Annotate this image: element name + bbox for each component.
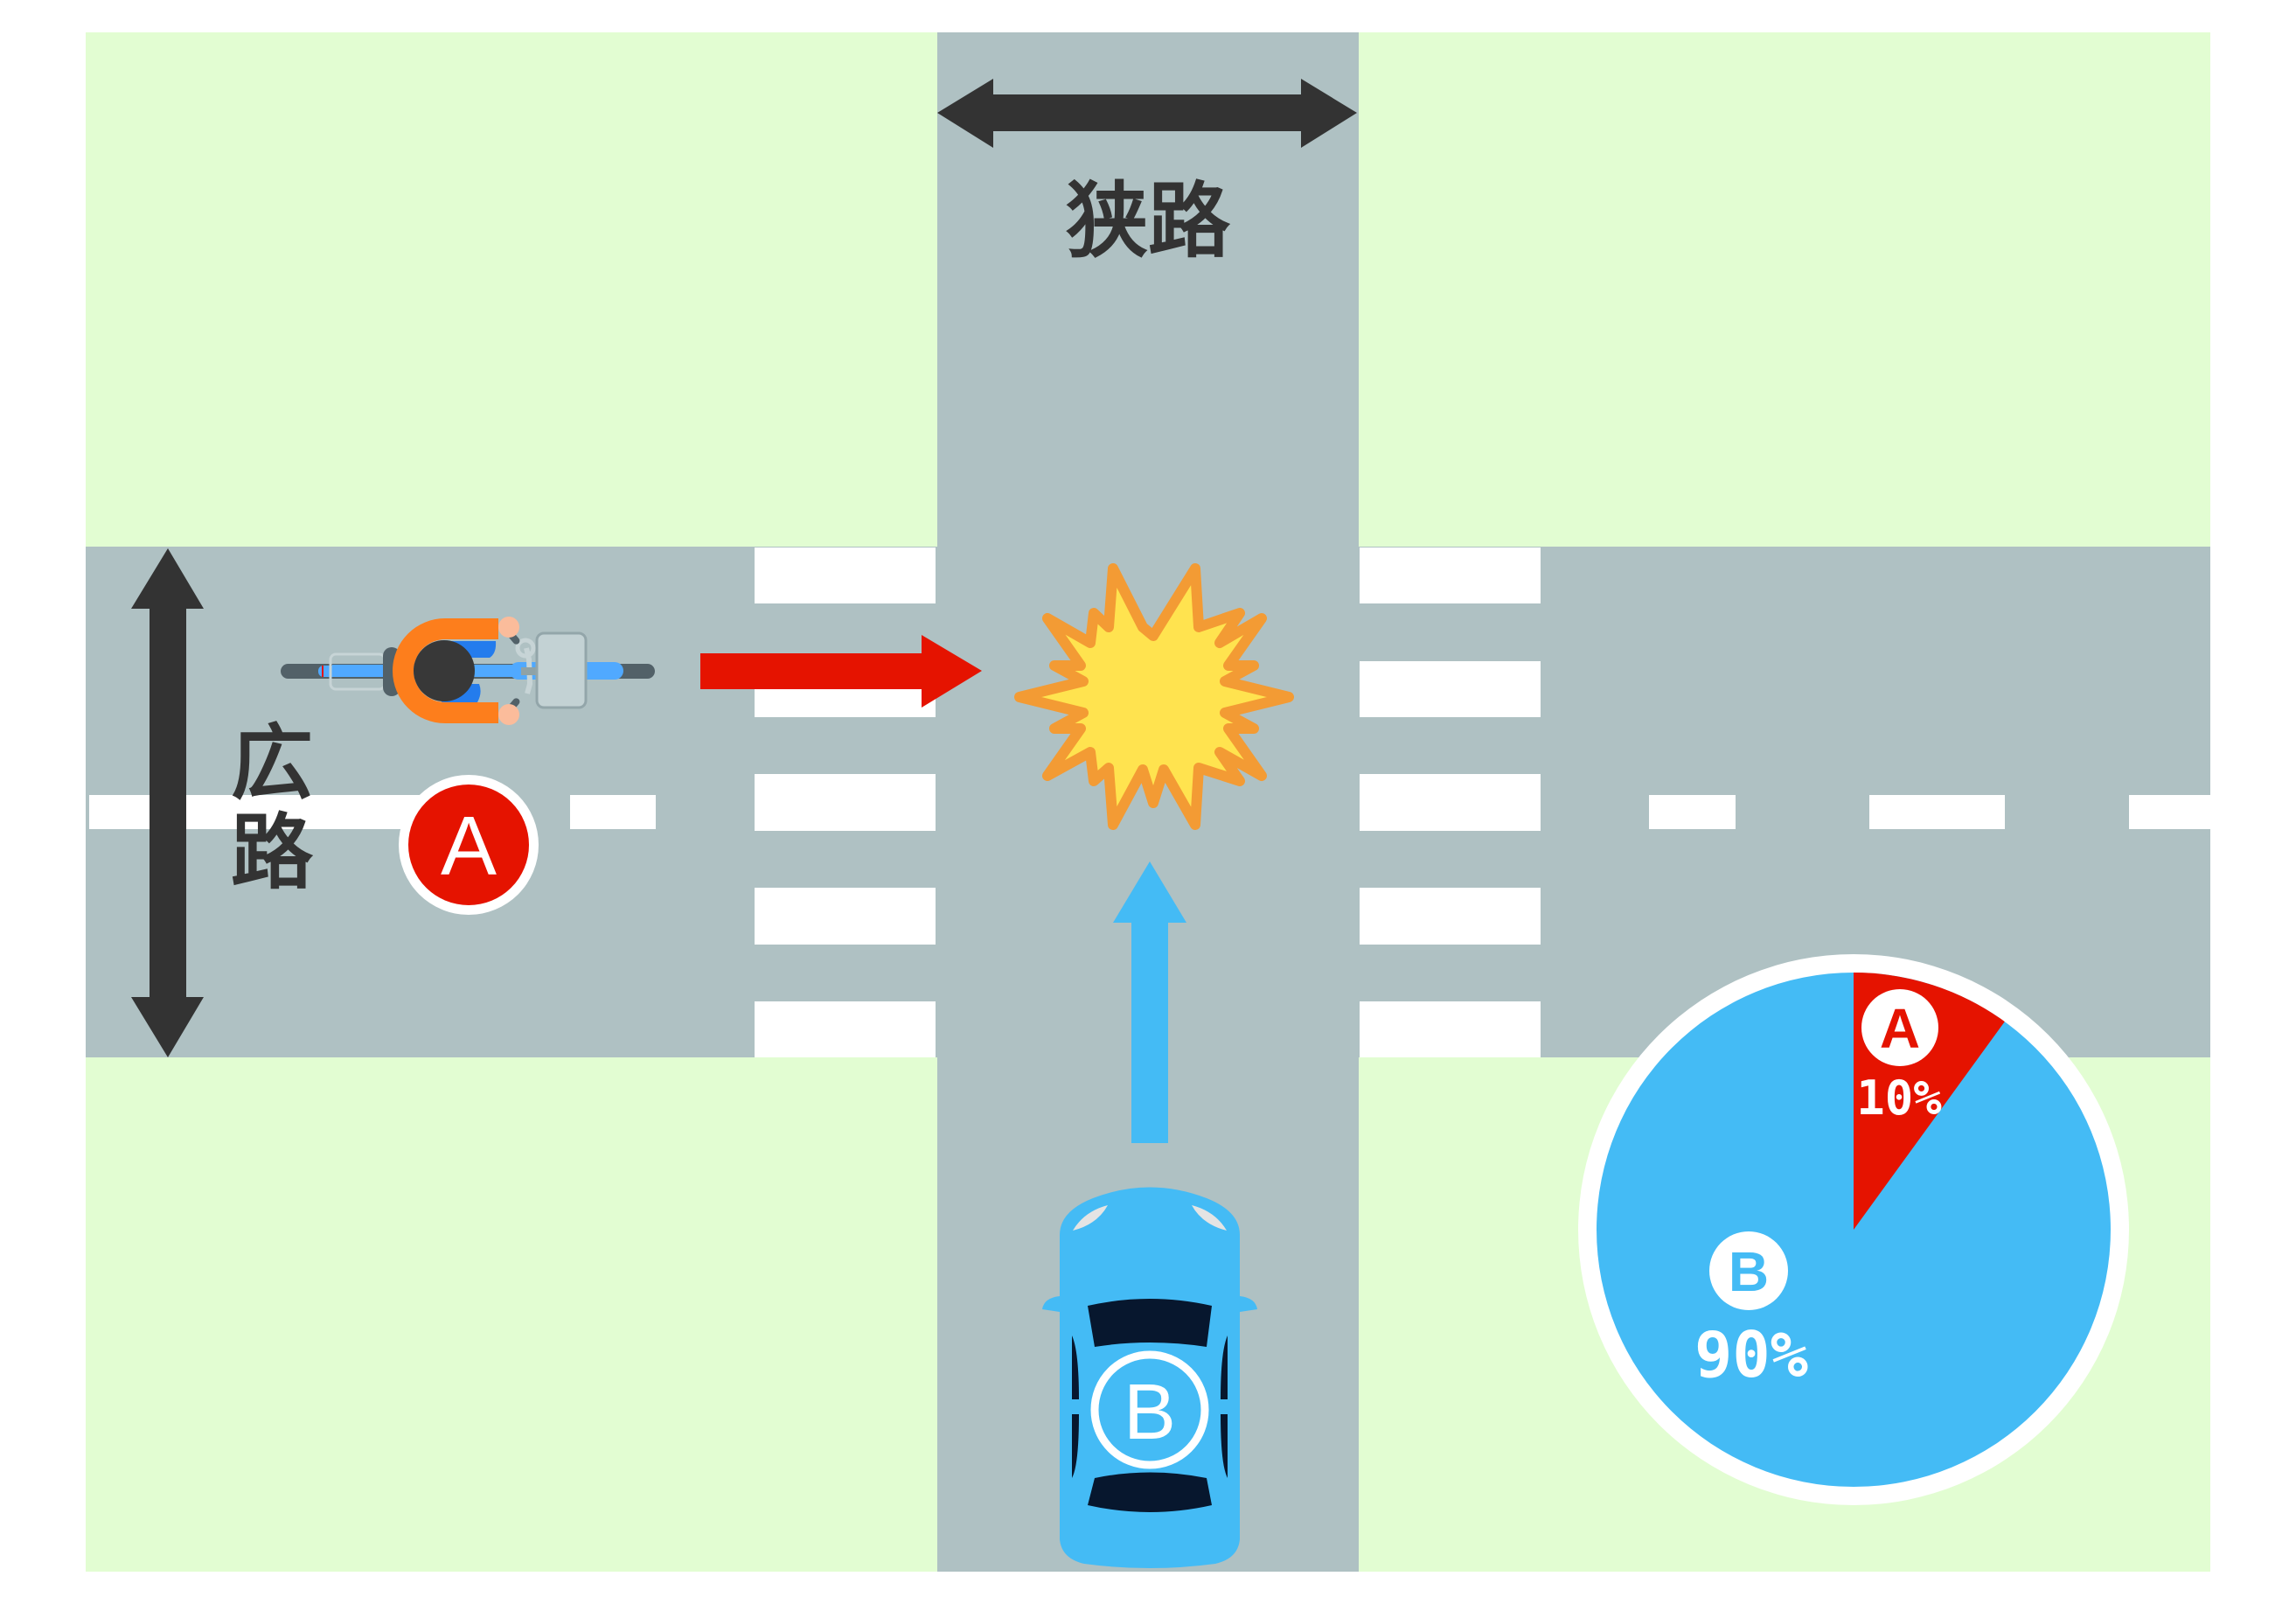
narrow-road-width-arrow-icon: [937, 79, 1357, 148]
party-b-direction-arrow-icon: [1113, 861, 1186, 1143]
party-b-letter: B: [1124, 1369, 1176, 1456]
wide-road-label-char-1: 広: [231, 716, 313, 812]
party-a-letter: A: [441, 799, 497, 893]
car-icon: B: [1042, 1187, 1257, 1568]
wide-road-label-char-2: 路: [231, 805, 314, 901]
party-a-direction-arrow-icon: [700, 635, 982, 708]
party-a-badge: A: [399, 775, 539, 915]
pie-b-percent: 90%: [1694, 1318, 1808, 1391]
bicycle-rider-icon: [281, 617, 655, 725]
pie-b-letter: B: [1729, 1240, 1769, 1303]
wide-road-width-arrow-icon: [131, 548, 204, 1057]
pie-a-letter: A: [1880, 997, 1920, 1060]
fault-ratio-pie-chart: A 10% B 90%: [1578, 954, 2129, 1505]
center-line: [89, 795, 2210, 829]
collision-burst-icon: [1014, 563, 1294, 830]
narrow-road-label: 狭路: [1066, 174, 1231, 269]
crosswalk-east: [1360, 547, 1541, 1057]
pie-a-percent: 10%: [1856, 1070, 1942, 1126]
